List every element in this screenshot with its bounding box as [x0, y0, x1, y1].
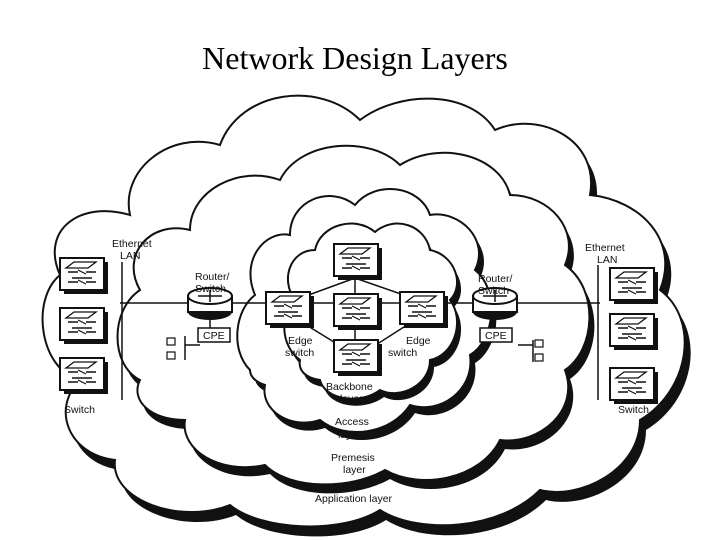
label-cpe-left: CPE: [203, 330, 225, 342]
label-ethernet-lan-right: Ethernet LAN: [585, 242, 628, 266]
label-ethernet-lan-left: Ethernet LAN: [112, 238, 155, 262]
lan-switch-left-2: [59, 307, 109, 345]
lan-switch-left-1: [59, 257, 109, 295]
label-switch-left: Switch: [64, 404, 95, 416]
terminal-icons-right: [534, 339, 544, 362]
label-application-layer: Application layer: [315, 493, 393, 505]
label-router-left: Router/ Switch: [195, 271, 232, 295]
label-edge-switch-left: Edge switch: [285, 335, 315, 359]
label-backbone-layer: Backbone layer: [326, 381, 376, 405]
terminal-icons-left: [166, 337, 176, 360]
backbone-switch-bottom: [333, 339, 383, 377]
lan-switch-right-3: [609, 367, 659, 405]
label-access-layer: Access layer: [335, 416, 372, 441]
label-cpe-right: CPE: [485, 330, 507, 342]
lan-switch-left-3: [59, 357, 109, 395]
page-title: Network Design Layers: [202, 40, 508, 76]
label-premesis-layer: Premesis layer: [331, 452, 378, 476]
backbone-switch-top: [333, 243, 383, 281]
backbone-switch-center: [333, 293, 383, 331]
router-icon-right: [472, 287, 518, 320]
router-icon-left: [187, 287, 233, 320]
lan-switch-right-1: [609, 267, 659, 305]
label-edge-switch-right: Edge switch: [388, 335, 433, 359]
cpe-box-right: [479, 327, 513, 343]
label-switch-right: Switch: [618, 404, 649, 416]
edge-switch-right: [399, 291, 449, 329]
cpe-box-left: [197, 327, 231, 343]
lan-switch-right-2: [609, 313, 659, 351]
label-router-right: Router/ Switch: [478, 273, 515, 297]
edge-switch-left: [265, 291, 315, 329]
